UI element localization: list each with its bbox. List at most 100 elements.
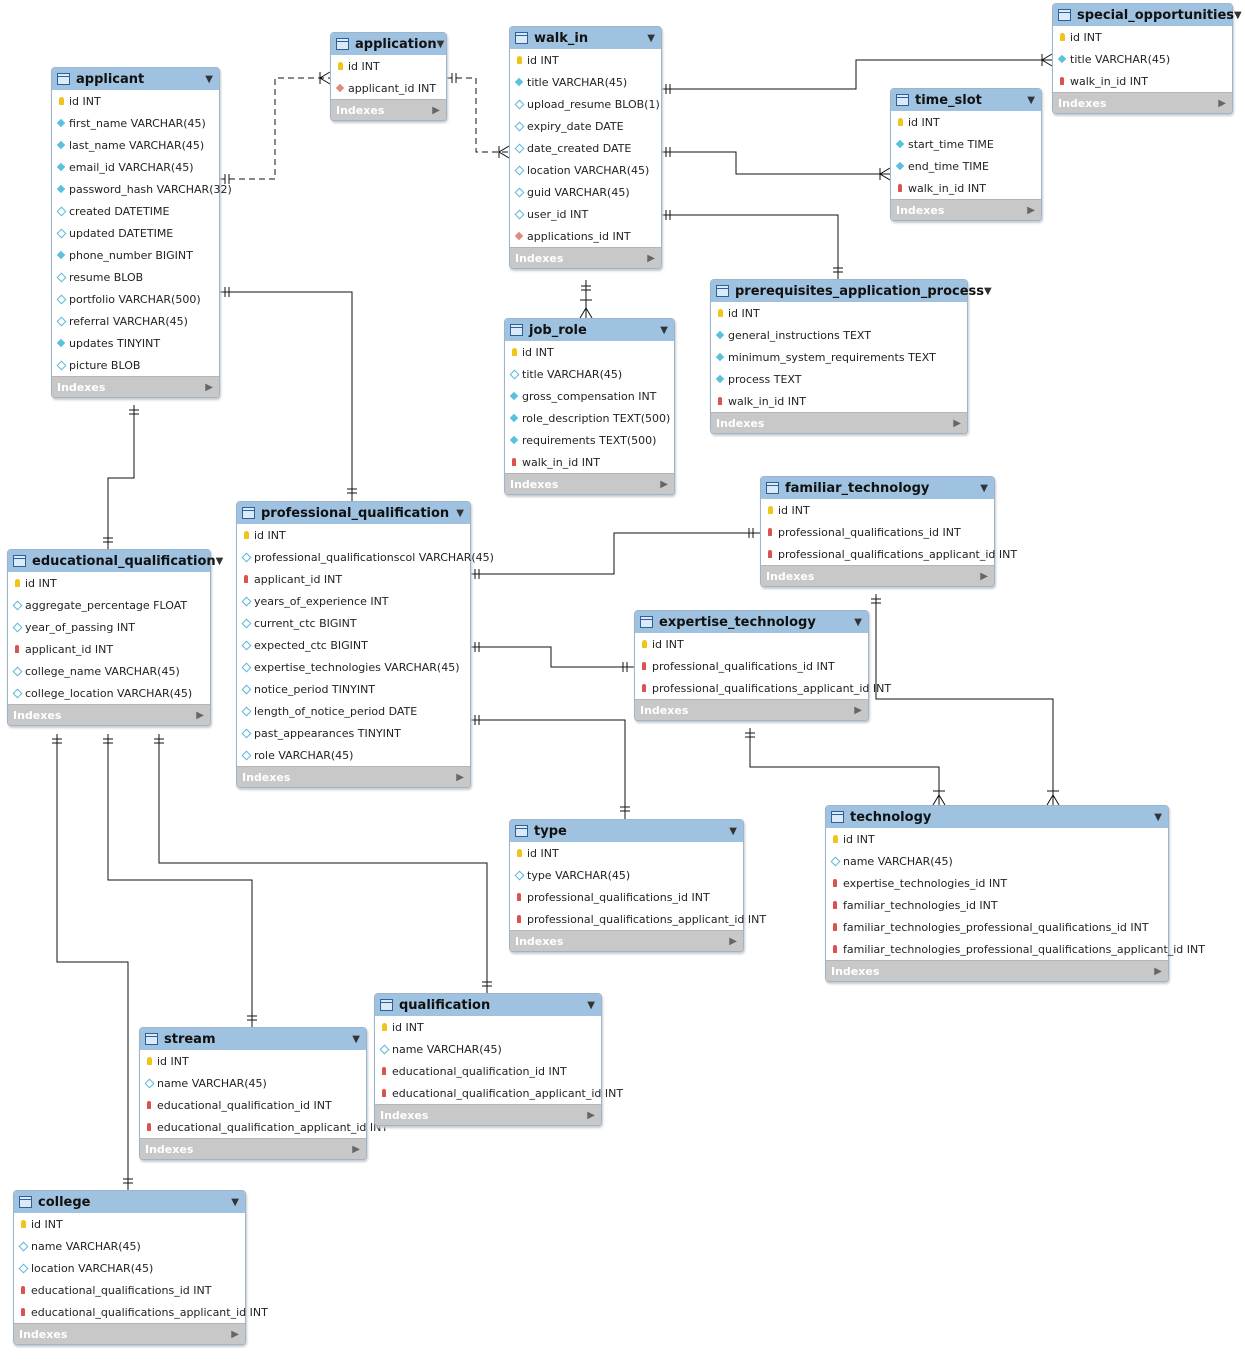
collapse-arrow-icon[interactable]: ▼ — [436, 38, 445, 50]
collapse-arrow-icon[interactable]: ▼ — [1234, 9, 1242, 21]
indexes-footer[interactable]: Indexes▶ — [8, 704, 210, 725]
column-row[interactable]: portfolio VARCHAR(500) — [52, 288, 219, 310]
column-row[interactable]: current_ctc BIGINT — [237, 612, 470, 634]
indexes-footer[interactable]: Indexes▶ — [635, 699, 868, 720]
table-header[interactable]: college▼ — [14, 1191, 245, 1213]
column-row[interactable]: id INT — [1053, 26, 1232, 48]
column-row[interactable]: past_appearances TINYINT — [237, 722, 470, 744]
column-row[interactable]: walk_in_id INT — [891, 177, 1041, 199]
column-row[interactable]: type VARCHAR(45) — [510, 864, 743, 886]
column-row[interactable]: length_of_notice_period DATE — [237, 700, 470, 722]
column-row[interactable]: last_name VARCHAR(45) — [52, 134, 219, 156]
column-row[interactable]: id INT — [510, 842, 743, 864]
column-row[interactable]: date_created DATE — [510, 137, 661, 159]
column-row[interactable]: professional_qualifications_applicant_id… — [635, 677, 891, 699]
column-row[interactable]: walk_in_id INT — [505, 451, 674, 473]
column-row[interactable]: id INT — [505, 341, 674, 363]
indexes-footer[interactable]: Indexes▶ — [1053, 92, 1232, 113]
collapse-arrow-icon[interactable]: ▼ — [1154, 811, 1162, 823]
column-row[interactable]: educational_qualification_id INT — [140, 1094, 366, 1116]
table-header[interactable]: type▼ — [510, 820, 743, 842]
collapse-arrow-icon[interactable]: ▼ — [660, 324, 668, 336]
column-row[interactable]: id INT — [635, 633, 868, 655]
table-header[interactable]: walk_in▼ — [510, 27, 661, 49]
column-row[interactable]: id INT — [14, 1213, 245, 1235]
column-row[interactable]: id INT — [375, 1016, 601, 1038]
table-header[interactable]: professional_qualification▼ — [237, 502, 470, 524]
column-row[interactable]: professional_qualifications_applicant_id… — [761, 543, 1017, 565]
column-row[interactable]: first_name VARCHAR(45) — [52, 112, 219, 134]
column-row[interactable]: picture BLOB — [52, 354, 219, 376]
indexes-footer[interactable]: Indexes▶ — [510, 930, 743, 951]
column-row[interactable]: resume BLOB — [52, 266, 219, 288]
column-row[interactable]: role_description TEXT(500) — [505, 407, 674, 429]
column-row[interactable]: expiry_date DATE — [510, 115, 661, 137]
collapse-arrow-icon[interactable]: ▼ — [729, 825, 737, 837]
column-row[interactable]: name VARCHAR(45) — [826, 850, 1168, 872]
table-header[interactable]: prerequisites_application_process▼ — [711, 280, 992, 302]
expand-arrow-icon[interactable]: ▶ — [980, 570, 988, 582]
column-row[interactable]: educational_qualification_applicant_id I… — [140, 1116, 388, 1138]
table-header[interactable]: time_slot▼ — [891, 89, 1041, 111]
indexes-footer[interactable]: Indexes▶ — [826, 960, 1168, 981]
column-row[interactable]: id INT — [140, 1050, 366, 1072]
column-row[interactable]: familiar_technologies_id INT — [826, 894, 1168, 916]
expand-arrow-icon[interactable]: ▶ — [1154, 965, 1162, 977]
column-row[interactable]: id INT — [826, 828, 1168, 850]
collapse-arrow-icon[interactable]: ▼ — [215, 555, 224, 567]
column-row[interactable]: professional_qualifications_applicant_id… — [510, 908, 766, 930]
column-row[interactable]: name VARCHAR(45) — [375, 1038, 601, 1060]
column-row[interactable]: expected_ctc BIGINT — [237, 634, 470, 656]
collapse-arrow-icon[interactable]: ▼ — [587, 999, 595, 1011]
column-row[interactable]: aggregate_percentage FLOAT — [8, 594, 210, 616]
column-row[interactable]: general_instructions TEXT — [711, 324, 967, 346]
column-row[interactable]: start_time TIME — [891, 133, 1041, 155]
column-row[interactable]: walk_in_id INT — [1053, 70, 1232, 92]
collapse-arrow-icon[interactable]: ▼ — [980, 482, 988, 494]
collapse-arrow-icon[interactable]: ▼ — [231, 1196, 239, 1208]
column-row[interactable]: id INT — [237, 524, 470, 546]
column-row[interactable]: professional_qualifications_id INT — [761, 521, 994, 543]
column-row[interactable]: college_name VARCHAR(45) — [8, 660, 210, 682]
column-row[interactable]: phone_number BIGINT — [52, 244, 219, 266]
collapse-arrow-icon[interactable]: ▼ — [205, 73, 213, 85]
column-row[interactable]: minimum_system_requirements TEXT — [711, 346, 967, 368]
column-row[interactable]: id INT — [8, 572, 210, 594]
expand-arrow-icon[interactable]: ▶ — [1218, 97, 1226, 109]
expand-arrow-icon[interactable]: ▶ — [1027, 204, 1035, 216]
table-header[interactable]: special_opportunities▼ — [1053, 4, 1242, 26]
column-row[interactable]: professional_qualifications_id INT — [635, 655, 868, 677]
expand-arrow-icon[interactable]: ▶ — [352, 1143, 360, 1155]
column-row[interactable]: gross_compensation INT — [505, 385, 674, 407]
column-row[interactable]: updates TINYINT — [52, 332, 219, 354]
indexes-footer[interactable]: Indexes▶ — [891, 199, 1041, 220]
column-row[interactable]: location VARCHAR(45) — [510, 159, 661, 181]
expand-arrow-icon[interactable]: ▶ — [432, 104, 440, 116]
column-row[interactable]: name VARCHAR(45) — [140, 1072, 366, 1094]
expand-arrow-icon[interactable]: ▶ — [205, 381, 213, 393]
column-row[interactable]: role VARCHAR(45) — [237, 744, 470, 766]
expand-arrow-icon[interactable]: ▶ — [231, 1328, 239, 1340]
column-row[interactable]: applicant_id INT — [237, 568, 470, 590]
indexes-footer[interactable]: Indexes▶ — [52, 376, 219, 397]
column-row[interactable]: educational_qualifications_id INT — [14, 1279, 245, 1301]
expand-arrow-icon[interactable]: ▶ — [456, 771, 464, 783]
column-row[interactable]: guid VARCHAR(45) — [510, 181, 661, 203]
table-header[interactable]: application▼ — [331, 33, 446, 55]
column-row[interactable]: professional_qualificationscol VARCHAR(4… — [237, 546, 494, 568]
column-row[interactable]: familiar_technologies_professional_quali… — [826, 916, 1168, 938]
table-header[interactable]: expertise_technology▼ — [635, 611, 868, 633]
column-row[interactable]: updated DATETIME — [52, 222, 219, 244]
column-row[interactable]: expertise_technologies VARCHAR(45) — [237, 656, 470, 678]
column-row[interactable]: title VARCHAR(45) — [505, 363, 674, 385]
